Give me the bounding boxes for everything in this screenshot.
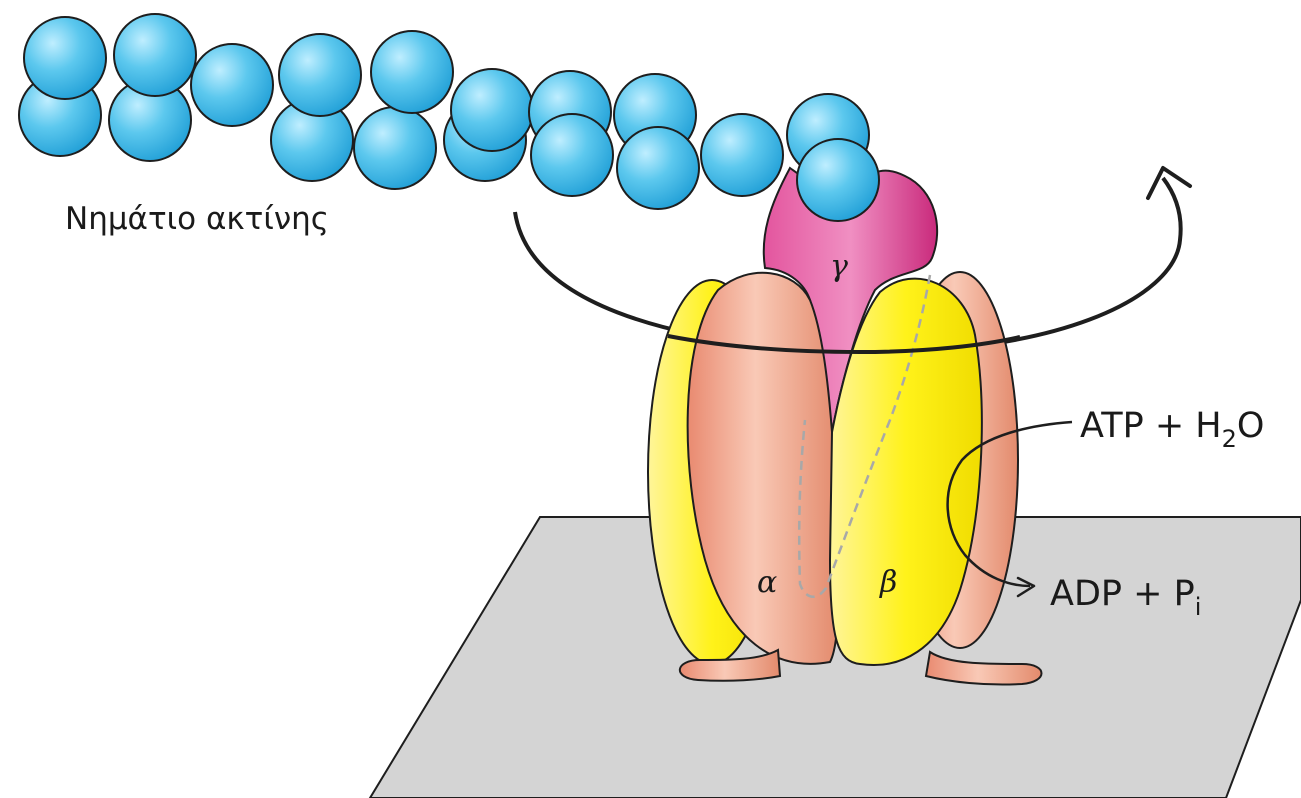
reactants-tail: O — [1237, 406, 1265, 446]
beta-label: β — [879, 565, 897, 600]
actin-bead — [371, 31, 453, 113]
reactants-subscript: 2 — [1222, 425, 1237, 453]
actin-bead — [191, 44, 273, 126]
rotation-arrowhead — [1148, 168, 1190, 198]
actin-bead — [114, 14, 196, 96]
actin-bead — [701, 114, 783, 196]
actin-bead — [279, 34, 361, 116]
gamma-label: γ — [830, 249, 848, 284]
actin-bead — [354, 107, 436, 189]
reactants-label: ATP + H2O — [1080, 406, 1264, 453]
products-main: ADP + P — [1050, 574, 1195, 614]
reactants-main: ATP + H — [1080, 406, 1222, 446]
actin-bead — [617, 127, 699, 209]
products-label: ADP + Pi — [1050, 574, 1201, 621]
actin-filament — [19, 14, 879, 221]
products-subscript: i — [1195, 593, 1202, 621]
alpha-label: α — [757, 565, 777, 600]
actin-bead — [24, 17, 106, 99]
actin-filament-label: Νημάτιο ακτίνης — [65, 201, 329, 237]
actin-bead — [797, 139, 879, 221]
actin-bead — [451, 69, 533, 151]
actin-bead — [531, 114, 613, 196]
